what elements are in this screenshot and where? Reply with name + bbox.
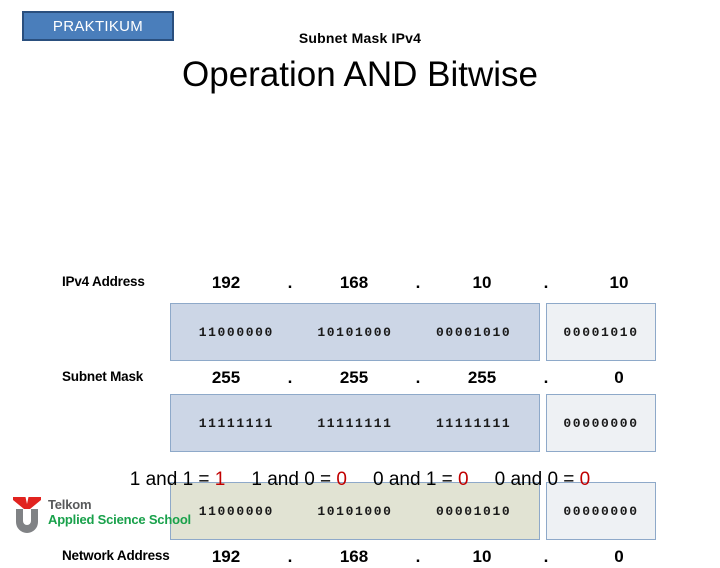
truth-result: 0 <box>458 469 469 490</box>
slide-title: Operation AND Bitwise <box>182 55 538 94</box>
binary-octet: 00001010 <box>563 324 639 340</box>
octet-separator: . <box>543 368 549 387</box>
binary-row-network-address: 11000000 10101000 00001010 00000000 <box>0 482 720 540</box>
binary-octet: 11111111 <box>198 415 274 431</box>
binary-box-last-octet: 00000000 <box>546 394 656 452</box>
truth-item: 0 and 0 = 0 <box>495 469 591 491</box>
truth-result: 1 <box>214 469 226 490</box>
binary-octet: 00000000 <box>563 415 639 431</box>
binary-octet: 10101000 <box>317 503 393 519</box>
praktikum-badge-label: PRAKTIKUM <box>52 17 144 35</box>
binary-octet: 00001010 <box>436 324 512 340</box>
octet-separator: . <box>287 273 293 292</box>
telkom-logo-line1: Telkom <box>48 497 92 512</box>
octet-separator: . <box>415 368 421 387</box>
octet-value: 168 <box>339 273 369 292</box>
octet-separator: . <box>287 547 293 566</box>
octets-network-address: 192 . 168 . 10 . 0 <box>180 546 660 568</box>
binary-row-ipv4-address: 11000000 10101000 00001010 00001010 <box>0 303 720 361</box>
and-truth-table: 1 and 1 = 1 1 and 0 = 0 0 and 1 = 0 0 an… <box>0 465 720 495</box>
octet-value: 0 <box>614 368 624 387</box>
row-label-ipv4-address: IPv4 Address <box>62 274 145 289</box>
octet-separator: . <box>543 273 549 292</box>
truth-item: 1 and 0 = 0 <box>251 469 347 491</box>
truth-result: 0 <box>579 469 591 490</box>
octet-value: 10 <box>472 273 492 292</box>
octet-value: 255 <box>339 368 369 387</box>
octets-ipv4-address: 192 . 168 . 10 . 10 <box>180 272 660 294</box>
row-label-network-address: Network Address <box>62 548 170 563</box>
truth-expression: 1 and 1 = <box>129 469 215 490</box>
binary-octet: 11111111 <box>436 415 512 431</box>
binary-box-first-three-octets: 11000000 10101000 00001010 <box>170 303 540 361</box>
truth-item: 1 and 1 = 1 <box>130 469 226 491</box>
binary-octet: 11000000 <box>198 503 274 519</box>
octet-separator: . <box>543 547 549 566</box>
truth-result: 0 <box>336 469 347 490</box>
octet-separator: . <box>287 368 293 387</box>
telkom-logo: Telkom Applied Science School <box>10 495 225 537</box>
telkom-logo-mark-icon <box>10 496 44 534</box>
binary-octet: 10101000 <box>317 324 393 340</box>
truth-item: 0 and 1 = 0 <box>373 469 469 491</box>
octet-separator: . <box>415 273 421 292</box>
octet-value: 192 <box>211 547 241 566</box>
telkom-logo-text: Telkom Applied Science School <box>48 497 191 528</box>
octet-value: 192 <box>211 273 241 292</box>
octet-value: 10 <box>609 273 629 292</box>
binary-box-last-octet: 00001010 <box>546 303 656 361</box>
truth-expression: 0 and 1 = <box>373 469 459 490</box>
and-operation-diagram: IPv4 Address 192 . 168 . 10 . 10 1100000… <box>0 130 720 566</box>
binary-octet: 11111111 <box>317 415 393 431</box>
binary-octet: 00000000 <box>563 503 639 519</box>
binary-box-first-three-octets: 11000000 10101000 00001010 <box>170 482 540 540</box>
truth-expression: 0 and 0 = <box>494 469 580 490</box>
octet-value: 10 <box>472 547 492 566</box>
binary-row-subnet-mask: 11111111 11111111 11111111 00000000 <box>0 394 720 452</box>
binary-octet: 00001010 <box>436 503 512 519</box>
octet-separator: . <box>415 547 421 566</box>
praktikum-badge: PRAKTIKUM <box>22 11 174 41</box>
slide-subtitle: Subnet Mask IPv4 <box>298 30 422 46</box>
binary-box-first-three-octets: 11111111 11111111 11111111 <box>170 394 540 452</box>
octet-value: 0 <box>614 547 624 566</box>
row-label-subnet-mask: Subnet Mask <box>62 369 144 384</box>
octet-value: 255 <box>211 368 241 387</box>
truth-expression: 1 and 0 = <box>251 469 337 490</box>
octets-subnet-mask: 255 . 255 . 255 . 0 <box>180 367 660 389</box>
telkom-logo-line2: Applied Science School <box>48 512 191 527</box>
octet-value: 255 <box>467 368 497 387</box>
binary-octet: 11000000 <box>198 324 274 340</box>
binary-box-last-octet: 00000000 <box>546 482 656 540</box>
octet-value: 168 <box>339 547 369 566</box>
